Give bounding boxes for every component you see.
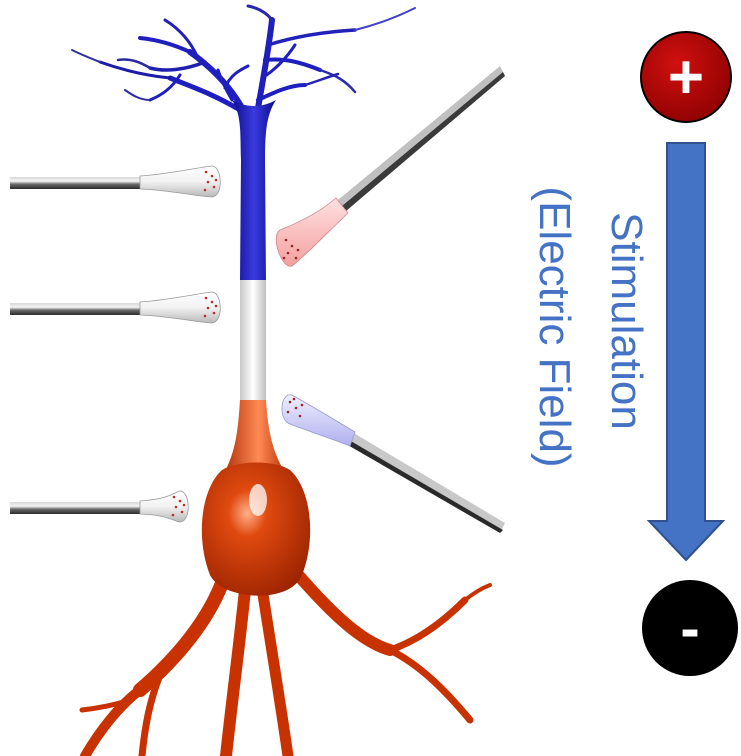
electrode-left-2: [10, 292, 220, 323]
negative-sign: -: [680, 596, 699, 661]
electrode-right-pink: [276, 66, 505, 266]
soma: [202, 463, 310, 596]
soma-highlight: [249, 484, 267, 516]
electrode-right-lavender: [282, 395, 505, 533]
dendrite-trunk-blue: [232, 100, 276, 282]
negative-pole: -: [642, 580, 738, 676]
positive-sign: +: [668, 43, 704, 112]
dendrite-trunk-white: [240, 280, 266, 402]
electric-field-label: (Electric Field): [530, 186, 579, 467]
neuron: [72, 6, 490, 756]
stimulation-label: Stimulation: [602, 212, 651, 430]
positive-pole: +: [641, 32, 731, 122]
down-arrow-icon: [649, 143, 723, 560]
electrode-left-3: [10, 491, 188, 522]
electrode-left-1: [10, 166, 220, 197]
